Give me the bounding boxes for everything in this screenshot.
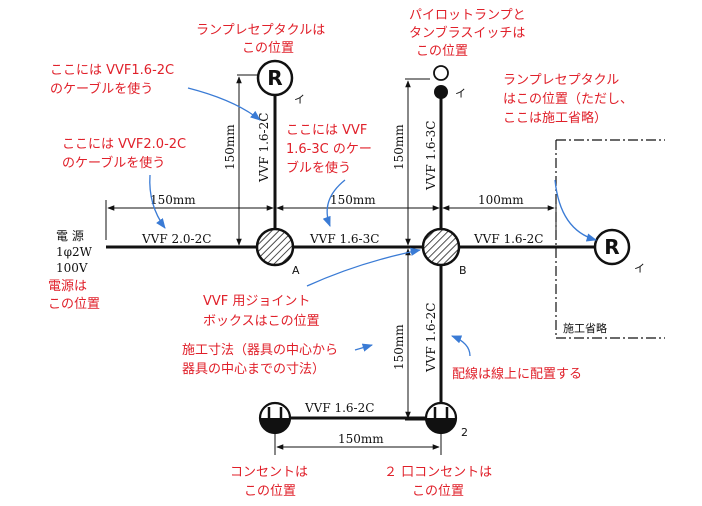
note-power-1: 電源は [48,279,87,294]
dim-bottom: 150mm [338,432,384,446]
cable-up-b: VVF 1.6-3C [424,121,438,191]
note-cable3c-1: ここには VVF [286,123,367,138]
note-cable2c-2: のケーブルを使う [50,81,153,97]
power-spec: 1φ2W [56,245,93,259]
dim-up-b: 150mm [392,124,406,170]
note-lamp-right-2: はこの位置（ただし、 [503,92,633,107]
power-source: 電 源 1φ2W 100V [56,229,93,275]
cable-main-left: VVF 2.0-2C [141,232,211,246]
i-mark-switch: イ [455,87,466,100]
notes: ランプレセプタクルは この位置 パイロットランプと タンブラスイッチは この位置… [48,8,633,499]
note-cable2c-1: ここには VVF1.6-2C [50,63,174,78]
note-cable3c-3: ブルを使う [286,160,351,176]
note-dim-2: 器具の中心までの寸法） [182,362,325,377]
outlet-single [258,401,292,435]
note-cable3c-2: 1.6-3C のケー [286,142,372,157]
note-cable20-1: ここには VVF2.0-2C [62,137,186,152]
cable-center: VVF 1.6-3C [309,232,379,246]
dim-right: 100mm [478,193,524,207]
junction-box-b: B [421,227,467,277]
cable-up-a: VVF 1.6-2C [257,113,271,183]
note-lamp-right-3: ここは施工省略） [503,110,607,126]
note-jb-1: VVF 用ジョイント [203,294,310,309]
note-pilot-3: この位置 [416,44,468,59]
note-power-2: この位置 [48,297,100,312]
i-mark-top: イ [294,93,305,106]
lamp-receptacle-right: R イ [593,228,645,275]
note-pilot-2: タンブラスイッチは [409,25,525,41]
box-a-label: A [292,264,300,277]
note-jb-2: ボックスはこの位置 [203,314,320,329]
junction-box-a: A [255,227,300,277]
receptacle-r-top: R [267,66,282,90]
dim-up-a: 150mm [223,124,237,170]
note-cable20-2: のケーブルを使う [62,155,165,171]
outlet-count: 2 [461,426,468,439]
dim-left: 150mm [150,193,196,207]
note-lamp-top-2: この位置 [242,41,294,56]
note-outlet-1: コンセントは [230,465,308,480]
dim-down-b: 150mm [392,324,406,370]
dim-center: 150mm [330,193,376,207]
omitted-label: 施工省略 [563,321,607,335]
note-outlet2-2: この位置 [412,484,464,499]
i-mark-right: イ [634,262,645,275]
note-wiring: 配線は線上に配置する [452,366,582,382]
callout-arrows [149,87,598,357]
cable-down-b: VVF 1.6-2C [424,303,438,373]
note-lamp-top-1: ランプレセプタクルは [196,23,325,38]
note-outlet2-1: ２ 口コンセントは [384,465,492,480]
cable-bottom: VVF 1.6-2C [304,401,374,415]
note-outlet-2: この位置 [244,484,296,499]
cable-right: VVF 1.6-2C [473,232,543,246]
outlet-double: 2 [424,401,468,439]
box-b-label: B [459,264,467,277]
power-title: 電 源 [56,229,84,243]
power-voltage: 100V [56,261,88,275]
omitted-boundary [555,139,665,339]
receptacle-r-right: R [604,235,619,259]
wires [106,95,594,420]
lamp-receptacle-top: R イ [256,59,305,106]
note-lamp-right-1: ランプレセプタクル [503,73,619,88]
note-pilot-1: パイロットランプと [409,8,526,23]
note-dim-1: 施工寸法（器具の中心から [182,343,338,358]
pilot-lamp-switch: イ [433,65,466,100]
